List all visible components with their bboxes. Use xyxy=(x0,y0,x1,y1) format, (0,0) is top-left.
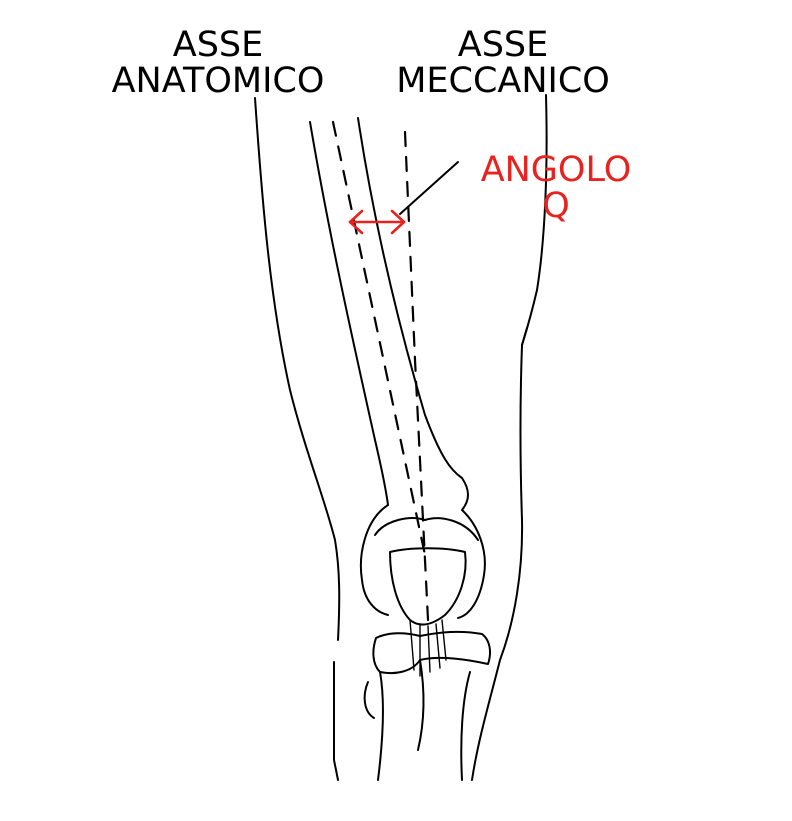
leg-outline-left xyxy=(254,97,341,641)
q-angle-arrowhead-right xyxy=(390,209,406,235)
leg-outline xyxy=(254,94,548,781)
leg-outline-right-lower xyxy=(471,344,524,781)
tibia xyxy=(363,630,491,781)
tendon-fiber xyxy=(409,619,415,671)
tendon-fiber xyxy=(427,625,431,673)
anatomical-axis-label: ASSE ANATOMICO xyxy=(100,27,336,99)
anatomical-axis-label-line1: ASSE xyxy=(172,25,264,65)
q-angle-label-line2: Q xyxy=(542,186,570,226)
tibia-shaft-left xyxy=(377,671,384,781)
leg-outline-right-kink xyxy=(521,327,528,346)
mechanical-axis-label-line2: MECCANICO xyxy=(396,61,610,101)
tibia-shaft-right xyxy=(460,671,471,781)
mechanical-axis-label: ASSE MECCANICO xyxy=(383,27,623,99)
anatomical-axis-label-line2: ANATOMICO xyxy=(111,61,325,101)
patellar-tendon xyxy=(409,619,447,677)
tendon-fiber xyxy=(441,619,447,661)
patella xyxy=(389,547,467,626)
anatomical-axis-line xyxy=(331,120,427,557)
mechanical-axis-line xyxy=(403,130,430,622)
q-angle-label-line1: ANGOLO xyxy=(480,150,632,190)
leg-outline-left-lower xyxy=(333,661,339,781)
femoral-notch xyxy=(374,517,479,541)
tibia-tuberosity xyxy=(417,659,425,751)
mechanical-axis-label-line1: ASSE xyxy=(457,25,549,65)
femur xyxy=(309,117,486,619)
femoral-condyles xyxy=(359,477,486,619)
q-angle-leader-line xyxy=(399,161,459,215)
femur-shaft-right xyxy=(357,117,463,479)
tendon-fiber xyxy=(435,623,441,669)
femur-shaft-left xyxy=(309,121,389,506)
fibula-head xyxy=(363,681,375,719)
q-angle-arrowhead-left xyxy=(348,209,364,235)
q-angle-arrow xyxy=(348,209,406,235)
tibial-plateau xyxy=(372,630,491,675)
q-angle-label: ANGOLO Q xyxy=(468,152,644,224)
